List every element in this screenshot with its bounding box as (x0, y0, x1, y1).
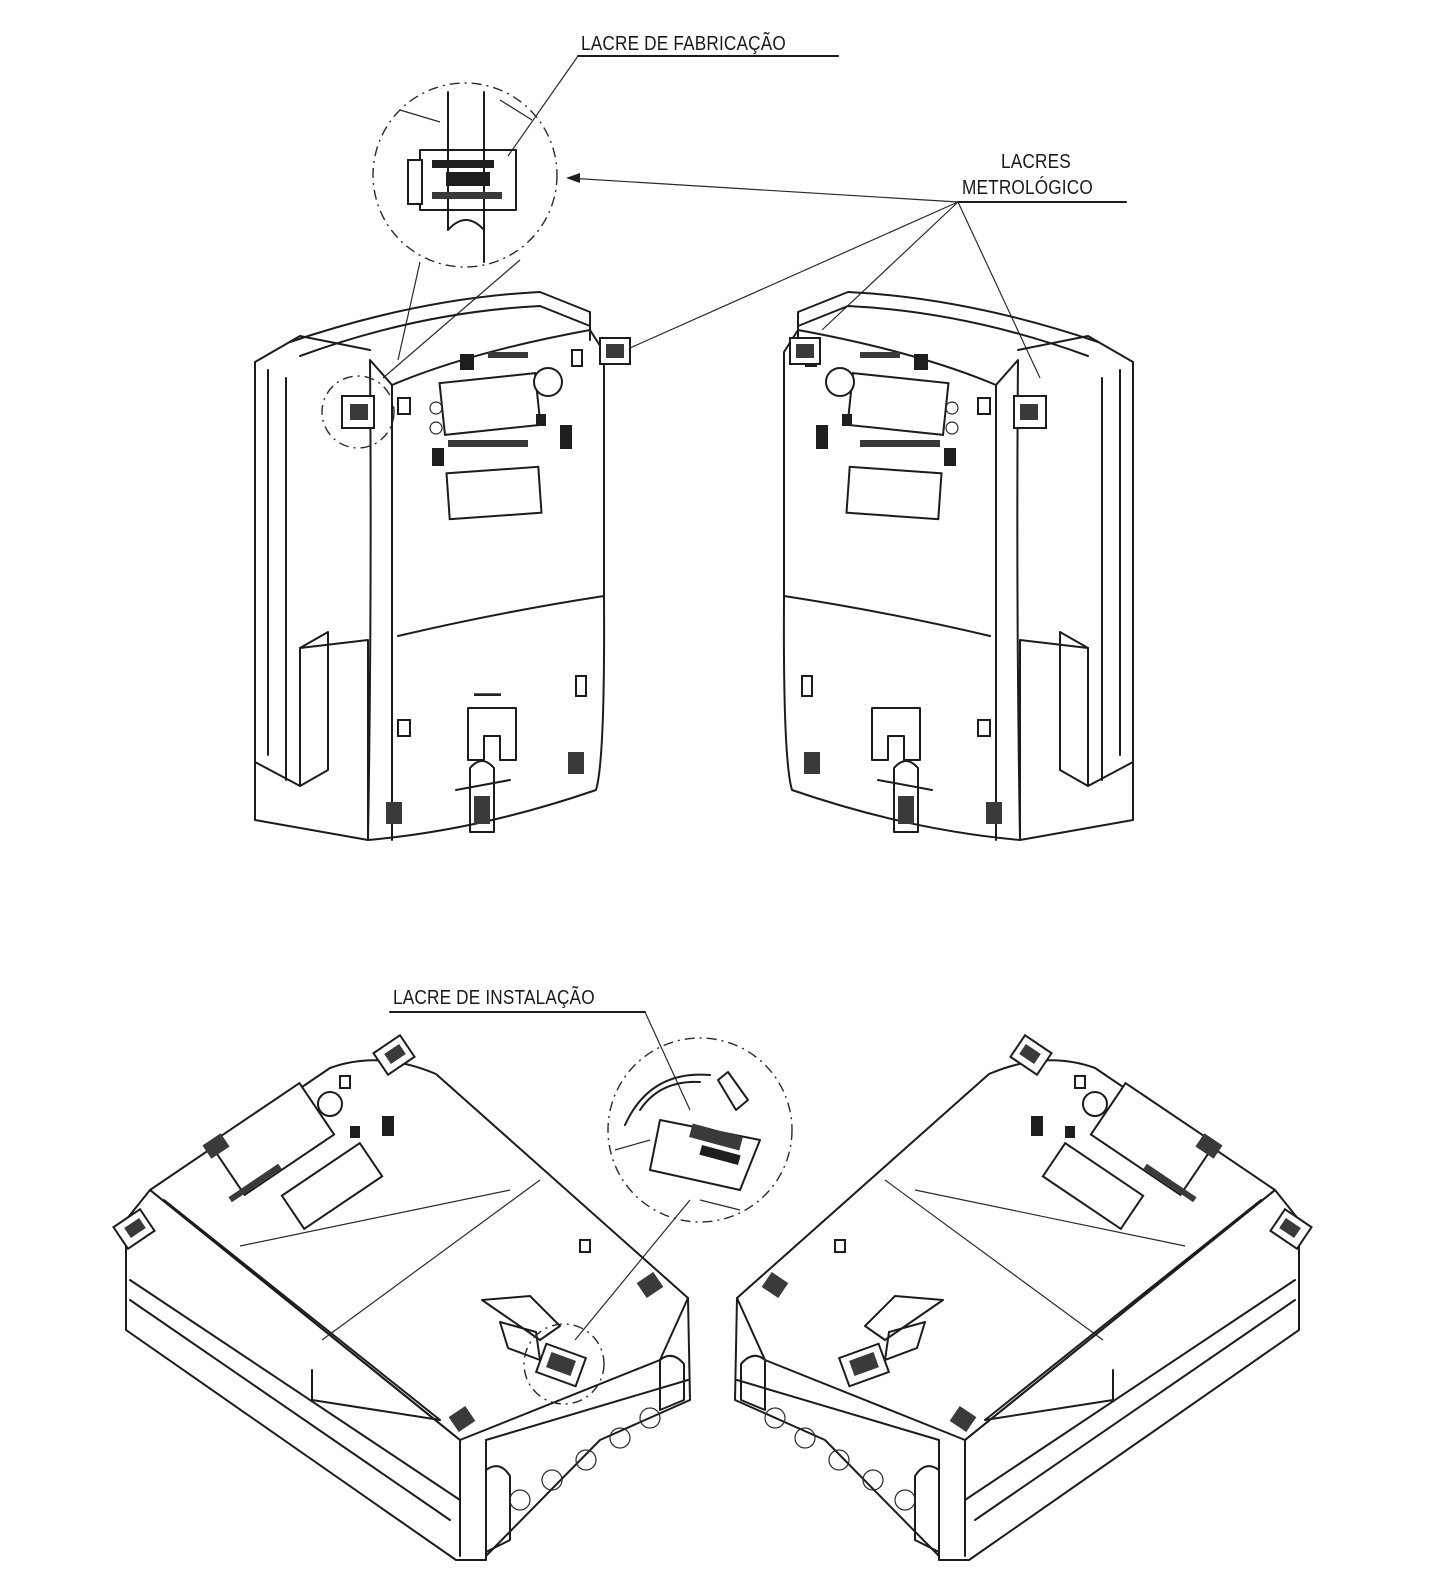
zoom-circle-fabricacao (372, 82, 558, 379)
metrologico-leader-zoom (567, 177, 959, 203)
meter-bottom-right (734, 1033, 1313, 1561)
meter-top-left: ▬▬▬ (254, 291, 631, 841)
metrologico-leader-mid (821, 201, 959, 331)
leader-lines (389, 55, 1127, 1341)
instalacao-zoom-connector (574, 1199, 691, 1341)
label-metrologico-line2: METROLÓGICO (962, 177, 1093, 199)
label-lacres-line1: LACRES (1001, 151, 1071, 173)
svg-text:▬▬▬: ▬▬▬ (474, 688, 501, 698)
meter-top-right (782, 291, 1134, 841)
label-lacre-instalacao: LACRE DE INSTALAÇÃO (393, 987, 595, 1009)
meter-bottom-left (112, 1033, 691, 1561)
metrologico-leader-left (629, 201, 959, 349)
zoom-circle-instalacao (607, 1037, 793, 1223)
fabricacao-leader (507, 55, 579, 157)
metrologico-leader-right (957, 201, 1041, 379)
instalacao-leader (644, 1011, 691, 1111)
label-lacre-fabricacao: LACRE DE FABRICAÇÃO (581, 33, 786, 55)
arrowhead-zoom (566, 173, 580, 183)
